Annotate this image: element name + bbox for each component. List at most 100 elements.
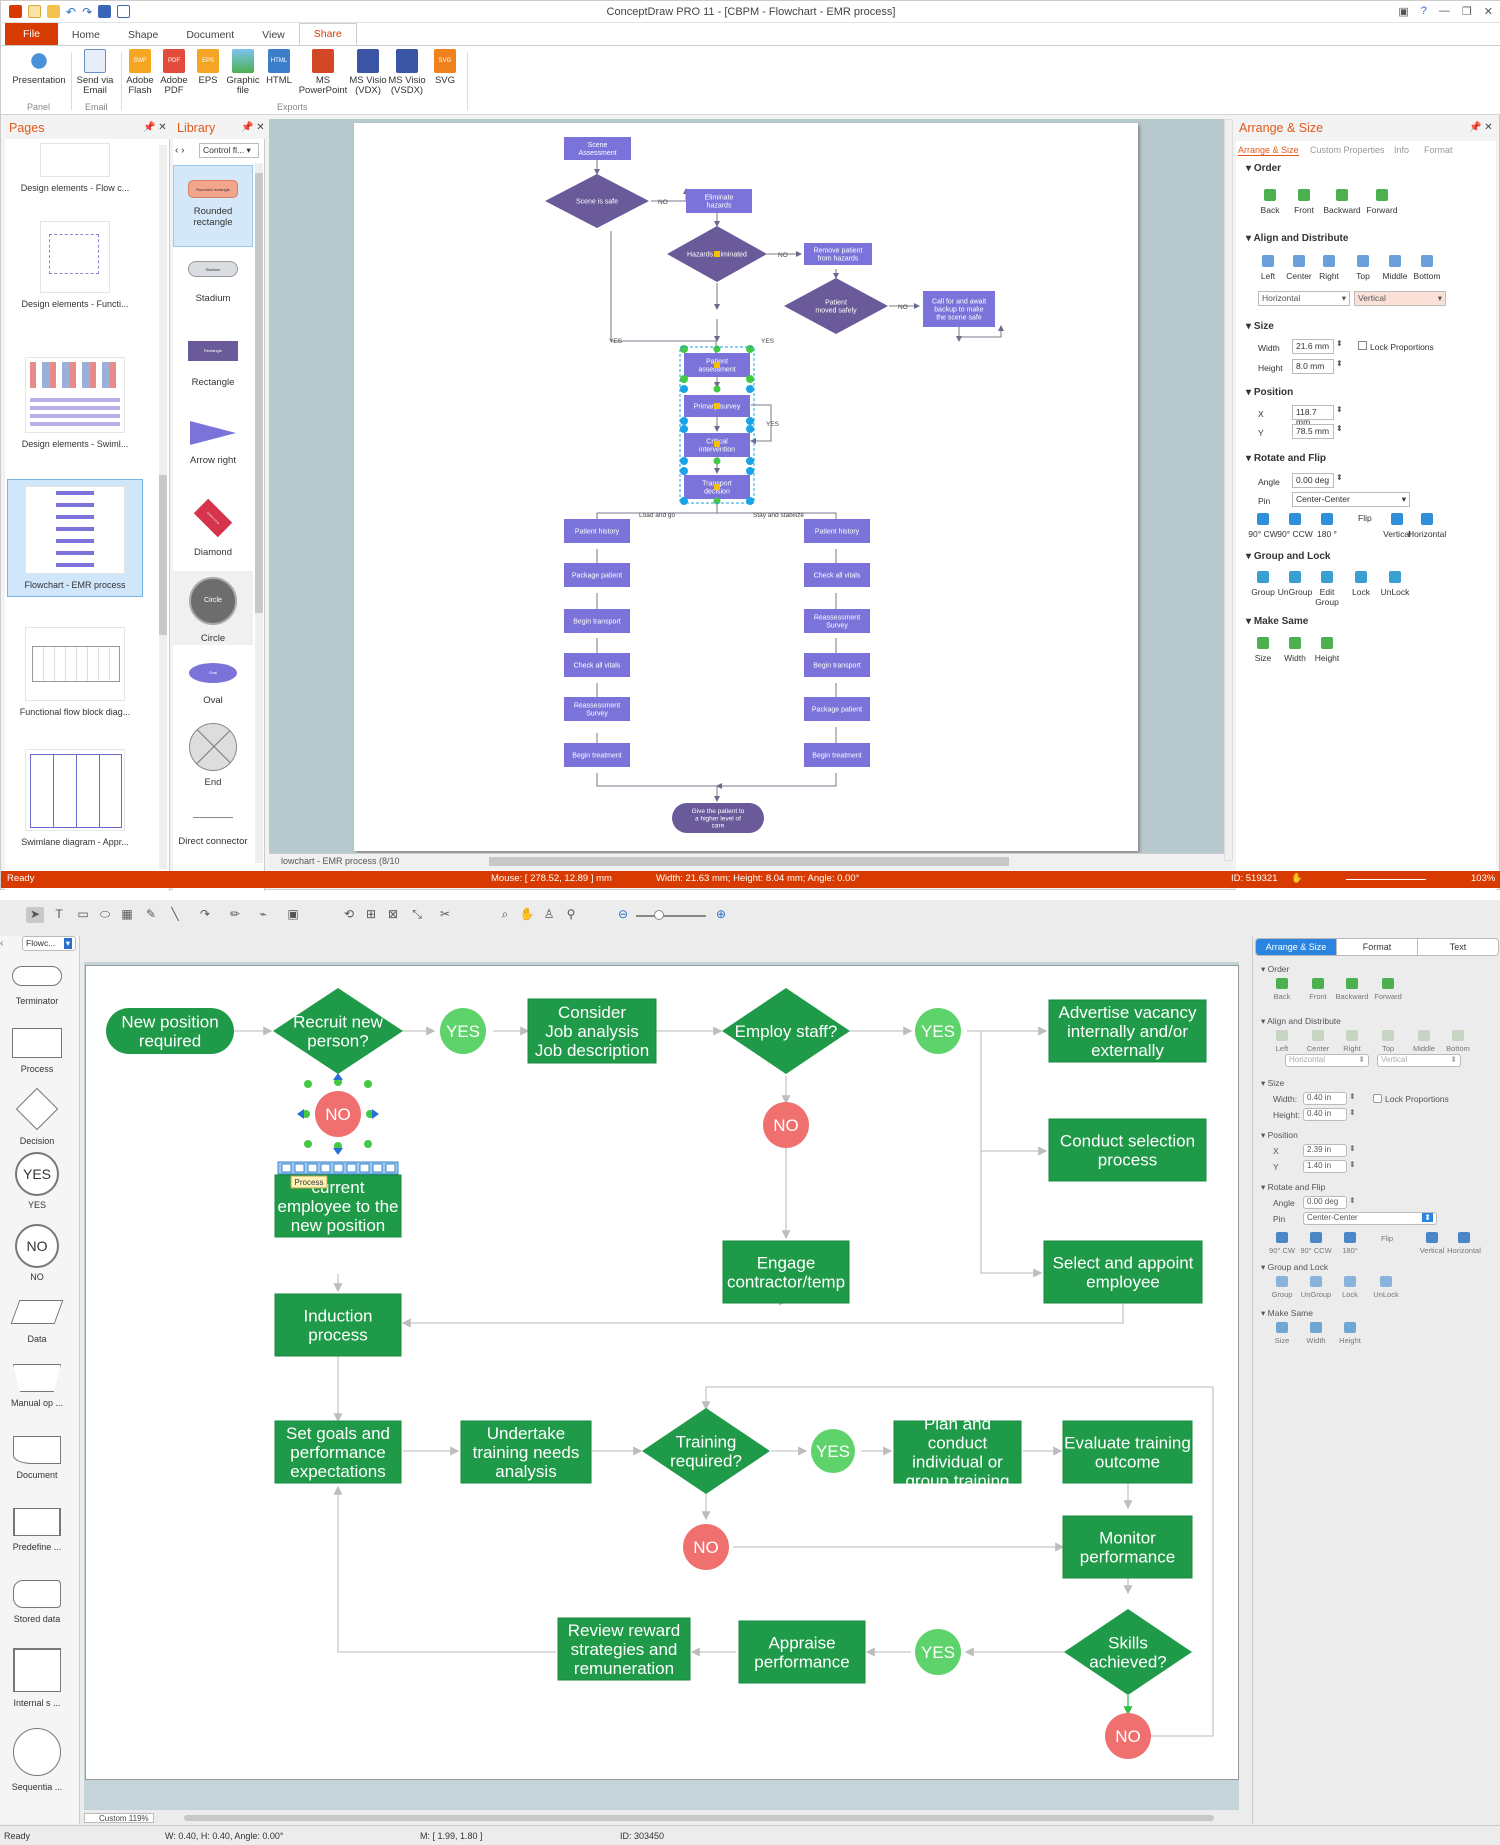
engage-contractor-node[interactable]	[722, 1240, 850, 1304]
rotate-90-ccw-button[interactable]: 90° CCW	[1276, 513, 1314, 539]
lock-proportions-checkbox[interactable]	[1373, 1094, 1382, 1103]
no-circle-selected[interactable]	[315, 1091, 361, 1137]
arrange-panel-controls[interactable]: 📌 ✕	[1469, 122, 1493, 133]
b-align-center-button[interactable]: Center	[1301, 1030, 1335, 1053]
selection-handle[interactable]	[746, 425, 754, 433]
page-item[interactable]: Design elements - Swiml...	[7, 357, 143, 449]
b-order-front-button[interactable]: Front	[1301, 978, 1335, 1001]
control-point[interactable]	[714, 441, 720, 447]
rectangle-tool-icon[interactable]: ▭	[77, 907, 89, 921]
left-lane-node[interactable]	[564, 519, 630, 543]
yes-circle[interactable]	[440, 1008, 486, 1054]
angle-stepper[interactable]: ⬍	[1349, 1196, 1356, 1205]
scene-safe-decision[interactable]	[545, 174, 649, 228]
b-order-forward-button[interactable]: Forward	[1371, 978, 1405, 1001]
presentation-button[interactable]: Presentation	[11, 49, 67, 86]
align-bottom-button[interactable]: Bottom	[1408, 255, 1446, 281]
tab-arrange-size[interactable]: Arrange & Size	[1256, 939, 1336, 955]
y-stepper[interactable]: ⬍	[1349, 1160, 1356, 1169]
selection-handle[interactable]	[680, 425, 688, 433]
x-stepper[interactable]: ⬍	[1349, 1144, 1356, 1153]
align-right-button[interactable]: Right	[1310, 255, 1348, 281]
quick-shape-icon[interactable]	[294, 1163, 305, 1173]
rotate-vertical-button[interactable]: Vertical	[1378, 513, 1416, 539]
right-lane-node[interactable]	[804, 563, 870, 587]
b-group-lock-button[interactable]: Lock	[1333, 1276, 1367, 1299]
status-zoom[interactable]: 103%	[1471, 873, 1496, 884]
b-align-middle-button[interactable]: Middle	[1407, 1030, 1441, 1053]
make-same-size-button[interactable]: Size	[1244, 637, 1282, 663]
pages-scrollbar[interactable]	[159, 145, 167, 869]
page-tab[interactable]: lowchart - EMR process (8/10	[281, 856, 400, 866]
vertical-dropdown[interactable]: Vertical⬍	[1377, 1054, 1461, 1067]
horizontal-dropdown[interactable]: Horizontal⬍	[1285, 1054, 1369, 1067]
selection-handle[interactable]	[746, 417, 754, 425]
page-item-selected[interactable]: Flowchart - EMR process	[7, 479, 143, 597]
shape-terminator[interactable]: Terminator	[0, 966, 74, 1006]
width-stepper[interactable]: ⬍	[1349, 1092, 1356, 1101]
width-field[interactable]: 21.6 mm	[1292, 339, 1334, 354]
pages-panel-controls[interactable]: 📌 ✕	[143, 122, 167, 133]
make-same-section[interactable]: ▾ Make Same	[1261, 1308, 1313, 1318]
selection-handle[interactable]	[304, 1080, 312, 1088]
tab-format[interactable]: Format	[1424, 145, 1453, 155]
control-point[interactable]	[714, 362, 720, 368]
redo-icon[interactable]: ↷	[82, 4, 93, 19]
remove-patient-node[interactable]	[804, 243, 872, 265]
oval-tool-icon[interactable]: ⬭	[99, 907, 111, 921]
group-ungroup-button[interactable]: UnGroup	[1276, 571, 1314, 597]
selection-handle[interactable]	[680, 467, 688, 475]
shape-predefined[interactable]: Predefine ...	[0, 1508, 74, 1552]
make-same-section[interactable]: ▾ Make Same	[1246, 616, 1309, 627]
canvas-vscroll[interactable]	[1224, 119, 1233, 861]
resize-arrow-left[interactable]	[297, 1109, 304, 1119]
selection-handle[interactable]	[680, 385, 688, 393]
b-align-bottom-button[interactable]: Bottom	[1441, 1030, 1475, 1053]
page-item[interactable]: Design elements - Functi...	[7, 221, 143, 309]
quick-shape-icon[interactable]	[372, 1163, 383, 1173]
eyedropper-icon[interactable]: ⚲	[566, 907, 576, 921]
pencil-tool-icon[interactable]: ✏	[229, 907, 241, 921]
menu-shape[interactable]: Shape	[127, 29, 159, 41]
shape-data[interactable]: Data	[0, 1300, 74, 1344]
zoom-slider[interactable]	[636, 910, 706, 920]
b-order-backward-button[interactable]: Backward	[1335, 978, 1369, 1001]
height-stepper[interactable]: ⬍	[1349, 1108, 1356, 1117]
right-lane-node[interactable]	[804, 697, 870, 721]
backward-button[interactable]: Backward	[1322, 189, 1362, 215]
selection-handle[interactable]	[680, 457, 688, 465]
b-order-back-button[interactable]: Back	[1265, 978, 1299, 1001]
pen-tool-icon[interactable]: ✎	[145, 907, 157, 921]
pin-dropdown[interactable]: Center-Center▾	[1292, 492, 1410, 507]
order-section[interactable]: ▾ Order	[1261, 964, 1290, 974]
forward-button[interactable]: Forward	[1362, 189, 1402, 215]
rotate-180--button[interactable]: 180 °	[1308, 513, 1346, 539]
review-reward-node[interactable]	[557, 1617, 691, 1681]
angle-field[interactable]: 0.00 deg	[1303, 1196, 1347, 1209]
size-section[interactable]: ▾ Size	[1261, 1078, 1285, 1088]
b-align-right-button[interactable]: Right	[1335, 1030, 1369, 1053]
close-icon[interactable]: ✕	[1483, 6, 1493, 18]
smart-connector-icon[interactable]: ⊠	[387, 907, 399, 921]
monitor-performance-node[interactable]	[1062, 1515, 1193, 1579]
width-field[interactable]: 0.40 in	[1303, 1092, 1347, 1105]
zoom-slider[interactable]	[1346, 879, 1426, 880]
minimize-icon[interactable]: —	[1438, 5, 1450, 17]
x-stepper[interactable]: ⬍	[1336, 405, 1343, 414]
selection-handle[interactable]	[304, 1140, 312, 1148]
b-rotate-180--button[interactable]: 180°	[1333, 1232, 1367, 1255]
shape-sequential[interactable]: Sequentia ...	[0, 1728, 74, 1792]
quick-shape-icon[interactable]	[307, 1163, 318, 1173]
quick-shape-icon[interactable]	[359, 1163, 370, 1173]
selection-handle[interactable]	[680, 345, 688, 353]
training-required-decision[interactable]	[642, 1408, 770, 1494]
ms-visio-vdx-button[interactable]: MS Visio (VDX)	[349, 49, 387, 96]
b-align-left-button[interactable]: Left	[1265, 1030, 1299, 1053]
b-group-ungroup-button[interactable]: UnGroup	[1299, 1276, 1333, 1299]
shape-process[interactable]: Process	[0, 1028, 74, 1074]
page-item[interactable]: Design elements - Flow c...	[7, 143, 143, 193]
